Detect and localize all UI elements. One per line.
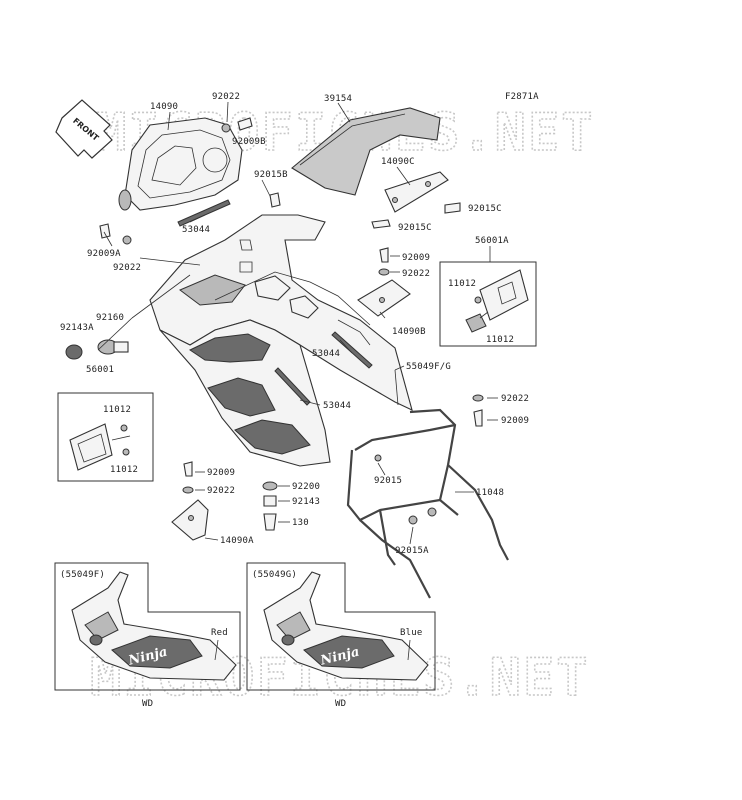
callout-92015: 92015	[374, 476, 402, 486]
bolt-130	[263, 513, 277, 531]
callout-92009b: 92009B	[232, 137, 266, 147]
seal-strip-53044b	[331, 331, 373, 369]
callout-14090: 14090	[150, 102, 178, 112]
callout-53044-top: 53044	[182, 225, 210, 235]
bolt-92009c	[379, 247, 389, 263]
callout-92022-lower: 92022	[207, 486, 235, 496]
bushing-92160	[97, 339, 129, 355]
washer-92022a	[221, 123, 231, 133]
callout-92160: 92160	[96, 313, 124, 323]
callout-92015c-left: 92015C	[398, 223, 432, 233]
washer-92022b	[122, 235, 132, 245]
bushing-92143a	[65, 344, 83, 360]
mirror-56001-part	[69, 423, 131, 471]
callout-92022-right: 92022	[501, 394, 529, 404]
callout-92009-right: 92009	[501, 416, 529, 426]
callout-11012-c: 11012	[103, 405, 131, 415]
callout-11012-d: 11012	[110, 465, 138, 475]
bracket-14090a-part	[171, 499, 209, 541]
seal-strip-53044c	[274, 367, 311, 406]
callout-92015c-right: 92015C	[468, 204, 502, 214]
bolt-92009e	[183, 461, 193, 477]
callout-92015b: 92015B	[254, 170, 288, 180]
mirror-56001-box	[57, 392, 154, 482]
callout-130: 130	[292, 518, 309, 528]
callout-11012-b: 11012	[486, 335, 514, 345]
fairing-55049g-part: Ninja	[263, 571, 429, 681]
washer-92022c	[378, 268, 390, 276]
inset-55049g: (55049G) Ninja Blue WD	[246, 562, 436, 709]
callout-53044-mid: 53044	[312, 349, 340, 359]
callout-39154: 39154	[324, 94, 352, 104]
inset-55049g-code: (55049G)	[252, 570, 297, 580]
leader-lines	[97, 101, 498, 545]
inset-55049g-color: Blue	[400, 628, 422, 638]
mirror-56001a-part	[465, 269, 529, 333]
inset-55049f-color: Red	[211, 628, 228, 638]
washer-92022e	[182, 486, 194, 494]
meter-cover-part	[118, 117, 243, 211]
bolt-92009d	[473, 409, 483, 427]
callout-92022-upper: 92022	[402, 269, 430, 279]
bracket-14090b-part	[357, 279, 411, 317]
callout-92009-upper: 92009	[402, 253, 430, 263]
callout-92143: 92143	[292, 497, 320, 507]
callout-92200: 92200	[292, 482, 320, 492]
bolt-92009b	[237, 117, 253, 131]
callout-53044-low: 53044	[323, 401, 351, 411]
callout-92015a: 92015A	[395, 546, 429, 556]
inset-55049f-code: (55049F)	[60, 570, 105, 580]
callout-14090b: 14090B	[392, 327, 426, 337]
mirror-56001a-box	[439, 261, 537, 347]
callout-11048: 11048	[476, 488, 504, 498]
callout-92022-left: 92022	[113, 263, 141, 273]
fairing-55049f-part: Ninja	[71, 571, 237, 681]
side-fairing-part	[159, 319, 331, 467]
inset-55049g-region: WD	[335, 699, 346, 709]
callout-92022: 92022	[212, 92, 240, 102]
callout-92009a: 92009A	[87, 249, 121, 259]
callout-56001: 56001	[86, 365, 114, 375]
bolt-92009a	[99, 223, 111, 239]
front-arrow-icon: FRONT	[55, 99, 113, 159]
callout-56001a: 56001A	[475, 236, 509, 246]
stay-11048-part	[346, 408, 509, 599]
bolt-92015b	[269, 192, 281, 208]
callout-11012-a: 11012	[448, 279, 476, 289]
callout-92143a: 92143A	[60, 323, 94, 333]
callout-14090c: 14090C	[381, 157, 415, 167]
windshield-part	[291, 107, 441, 196]
seal-strip-53044a	[177, 199, 231, 227]
washer-92200	[262, 481, 278, 491]
clip-92015c-b	[371, 219, 391, 229]
callout-55049fg: 55049F/G	[406, 362, 451, 372]
upper-fairing-part	[149, 214, 413, 412]
callout-14090a: 14090A	[220, 536, 254, 546]
nut-92143	[263, 495, 277, 507]
inset-55049f: (55049F) Ninja Red WD	[54, 562, 241, 709]
inset-55049f-region: WD	[142, 699, 153, 709]
washer-92022d	[472, 394, 484, 402]
diagram-code: F2871A	[505, 92, 539, 102]
bracket-14090c-part	[384, 171, 449, 213]
clip-92015c-a	[444, 202, 461, 214]
callout-92009-lower: 92009	[207, 468, 235, 478]
